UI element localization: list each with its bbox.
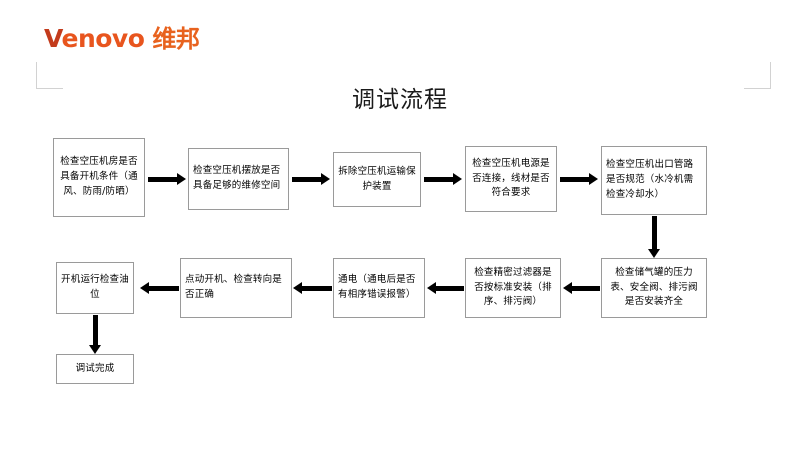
arrow-shaft (147, 286, 179, 291)
arrow-head (563, 282, 572, 294)
logo-chinese-name: 维邦 (152, 25, 200, 53)
page-corner-mark-right (744, 62, 771, 89)
flow-node-check-air-tank-fittings: 检查储气罐的压力表、安全阀、排污阀是否安装齐全 (601, 258, 707, 318)
flow-arrow-n5-n6 (648, 216, 661, 258)
flow-node-check-compressor-room: 检查空压机房是否具备开机条件（通风、防雨/防晒） (53, 138, 145, 217)
arrow-shaft (652, 216, 657, 251)
flow-node-commissioning-complete: 调试完成 (56, 354, 134, 384)
arrow-head (589, 173, 598, 185)
flow-node-label: 检查空压机房是否具备开机条件（通风、防雨/防晒） (60, 156, 138, 197)
flow-node-check-placement-space: 检查空压机摆放是否具备足够的维修空间 (188, 148, 289, 210)
arrow-head (453, 173, 462, 185)
flow-arrow-n8-n9 (293, 282, 332, 295)
flow-node-check-outlet-piping: 检查空压机出口管路是否规范（水冷机需检查冷却水） (601, 146, 707, 215)
arrow-head (177, 173, 186, 185)
flow-node-label: 通电（通电后是否有相序错误报警） (338, 274, 416, 300)
flow-node-label: 调试完成 (75, 362, 115, 374)
flow-node-label: 检查精密过滤器是否按标准安装（排序、排污阀） (474, 266, 552, 308)
arrow-head (648, 249, 660, 258)
page-title: 调试流程 (352, 87, 448, 113)
flow-arrow-n7-n8 (427, 282, 464, 295)
flow-arrow-n1-n2 (148, 173, 186, 186)
flow-node-jog-start-check-rotation: 点动开机、检查转向是否正确 (180, 258, 292, 318)
flow-node-remove-transport-protection: 拆除空压机运输保护装置 (333, 152, 421, 207)
arrow-head (89, 345, 101, 354)
flow-node-label: 检查储气罐的压力表、安全阀、排污阀是否安装齐全 (610, 266, 698, 308)
flow-node-start-and-check-oil-level: 开机运行检查油位 (56, 262, 134, 314)
flow-node-power-on: 通电（通电后是否有相序错误报警） (333, 258, 425, 318)
flow-node-label: 检查空压机摆放是否具备足够的维修空间 (193, 165, 281, 191)
flow-node-label: 拆除空压机运输保护装置 (338, 165, 416, 192)
flow-node-label: 检查空压机出口管路是否规范（水冷机需检查冷却水） (606, 159, 694, 200)
flow-arrow-n3-n4 (424, 173, 462, 186)
flow-arrow-n6-n7 (563, 282, 600, 295)
arrow-shaft (434, 286, 464, 291)
logo-wordmark: enovo (61, 24, 145, 53)
arrow-shaft (148, 177, 179, 182)
page-corner-mark-left (36, 62, 63, 89)
arrow-shaft (560, 177, 591, 182)
flow-node-label: 开机运行检查油位 (61, 274, 129, 300)
arrow-shaft (292, 177, 323, 182)
flow-arrow-n9-n10 (140, 282, 179, 295)
arrow-shaft (424, 177, 455, 182)
flow-node-check-power-and-cable: 检查空压机电源是否连接，线材是否符合要求 (465, 146, 557, 212)
arrow-head (321, 173, 330, 185)
flow-arrow-n10-n11 (89, 315, 102, 354)
logo-initial-letter: V (44, 24, 62, 53)
arrow-shaft (93, 315, 98, 347)
flow-node-label: 点动开机、检查转向是否正确 (185, 274, 283, 300)
flow-node-check-precision-filter: 检查精密过滤器是否按标准安装（排序、排污阀） (465, 258, 561, 318)
arrow-head (293, 282, 302, 294)
arrow-shaft (300, 286, 332, 291)
flow-node-label: 检查空压机电源是否连接，线材是否符合要求 (472, 157, 550, 199)
flow-arrow-n2-n3 (292, 173, 330, 186)
arrow-head (140, 282, 149, 294)
flow-arrow-n4-n5 (560, 173, 598, 186)
arrow-head (427, 282, 436, 294)
arrow-shaft (570, 286, 600, 291)
